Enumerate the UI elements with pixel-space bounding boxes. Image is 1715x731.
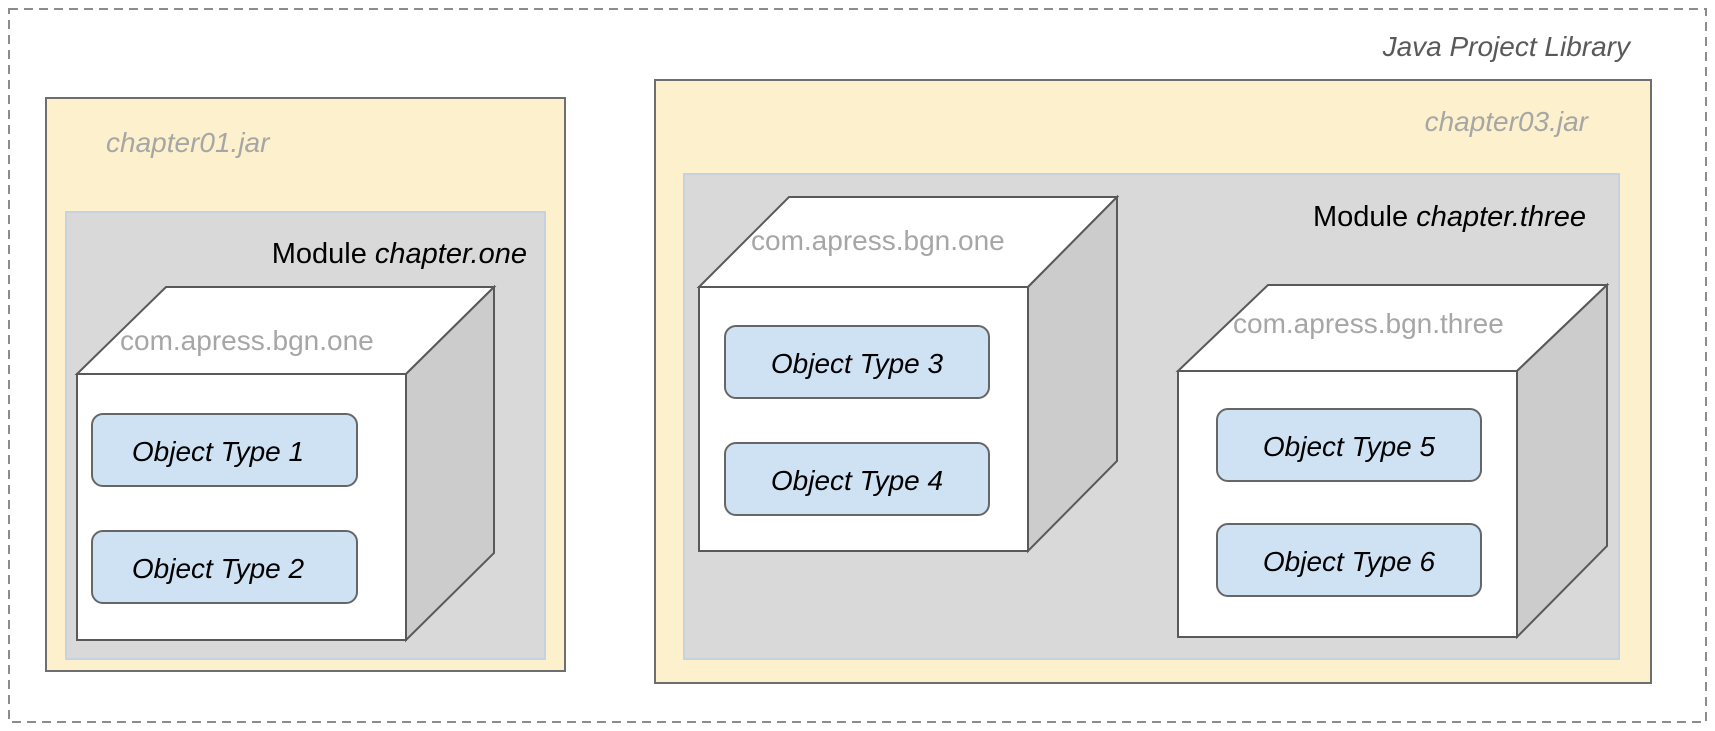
- package-cube: com.apress.bgn.one Object Type 1 Object …: [74, 284, 497, 643]
- object-type: Object Type 5: [1216, 408, 1482, 482]
- package-label: com.apress.bgn.one: [751, 225, 1005, 256]
- object-type-label: Object Type 5: [1263, 431, 1436, 462]
- object-type-label: Object Type 1: [132, 436, 304, 467]
- object-type: Object Type 3: [724, 325, 990, 399]
- jar-label: chapter01.jar: [106, 127, 271, 158]
- module-name: chapter.three: [1416, 201, 1586, 233]
- object-type-label: Object Type 4: [771, 465, 943, 496]
- object-type: Object Type 6: [1216, 523, 1482, 597]
- module-label: Module chapter.one: [272, 238, 527, 270]
- object-type-label: Object Type 6: [1263, 546, 1436, 577]
- object-type-box: [724, 442, 990, 516]
- module-chapter-three: Module chapter.three com.apress.bgn.one …: [683, 173, 1620, 660]
- module-prefix: Module: [272, 238, 367, 270]
- package-cube: com.apress.bgn.three Object Type 5 Objec…: [1175, 282, 1610, 640]
- object-type: Object Type 4: [724, 442, 990, 516]
- package-cube: com.apress.bgn.one Object Type 3 Object …: [696, 194, 1120, 554]
- module-prefix: Module: [1313, 201, 1408, 233]
- jar-label: chapter03.jar: [1425, 106, 1590, 137]
- object-type-box: [1216, 408, 1482, 482]
- object-type-box: [91, 530, 358, 604]
- module-chapter-one: Module chapter.one com.apress.bgn.one Ob…: [65, 211, 546, 660]
- module-name: chapter.one: [375, 238, 527, 270]
- object-type-box: [724, 325, 990, 399]
- object-type-box: [1216, 523, 1482, 597]
- object-type-box: [91, 413, 358, 487]
- object-type: Object Type 1: [91, 413, 358, 487]
- object-type: Object Type 2: [91, 530, 358, 604]
- package-label: com.apress.bgn.three: [1233, 308, 1504, 339]
- package-label: com.apress.bgn.one: [120, 325, 374, 356]
- module-label: Module chapter.three: [1313, 201, 1586, 233]
- object-type-label: Object Type 2: [132, 553, 305, 584]
- library-boundary: [8, 8, 1707, 723]
- library-title: Java Project Library: [1382, 31, 1632, 62]
- object-type-label: Object Type 3: [771, 348, 944, 379]
- jar-chapter03: chapter03.jar Module chapter.three com.a…: [654, 79, 1652, 684]
- jar-chapter01: chapter01.jar Module chapter.one com.apr…: [45, 97, 566, 672]
